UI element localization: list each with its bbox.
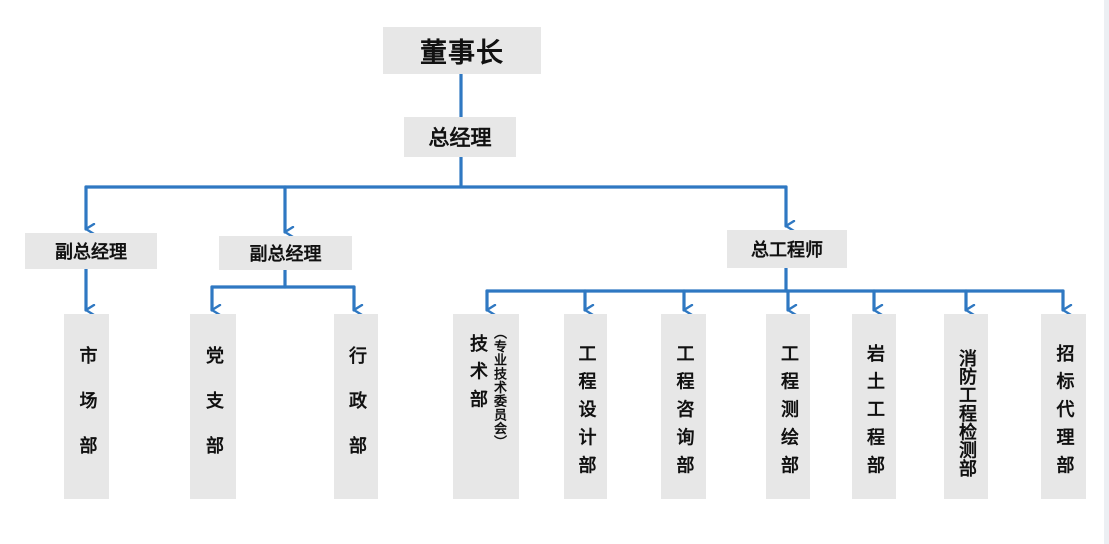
vice-general-manager-box-1: 副总经理 [25, 233, 157, 269]
dept-market: 市场部 [64, 314, 109, 499]
dept-tech-note: （专业技术委员会） [491, 326, 506, 449]
dept-surveying-label: 工程测绘部 [778, 343, 799, 484]
chairman-box: 董事长 [383, 27, 541, 74]
right-edge-strip [1104, 0, 1109, 544]
vice-general-manager-label-2: 副总经理 [249, 244, 322, 265]
dept-geotechnical-label: 岩土工程部 [864, 343, 885, 484]
dept-party-branch: 党支部 [190, 314, 236, 499]
dept-fire-inspection-label: 消防工程检测部 [956, 349, 977, 478]
dept-bidding-agency: 招标代理部 [1041, 314, 1086, 499]
dept-admin-label: 行政部 [346, 346, 367, 481]
vice-general-manager-label-1: 副总经理 [55, 242, 127, 263]
dept-party-branch-label: 党支部 [203, 346, 224, 481]
dept-tech-label: 技术部 [467, 334, 488, 418]
dept-consulting-label: 工程咨询部 [673, 343, 695, 484]
dept-design-label: 工程设计部 [575, 343, 597, 484]
vice-general-manager-box-2: 副总经理 [219, 236, 352, 270]
dept-geotechnical: 岩土工程部 [852, 314, 896, 499]
dept-tech: （专业技术委员会） 技术部 [453, 314, 519, 499]
dept-bidding-agency-label: 招标代理部 [1053, 343, 1075, 484]
chairman-label: 董事长 [420, 38, 504, 69]
dept-consulting: 工程咨询部 [661, 314, 706, 499]
dept-fire-inspection: 消防工程检测部 [944, 314, 988, 499]
chief-engineer-label: 总工程师 [751, 240, 823, 261]
dept-admin: 行政部 [334, 314, 378, 499]
dept-market-label: 市场部 [76, 346, 98, 481]
dept-tech-content: （专业技术委员会） 技术部 [466, 326, 506, 449]
dept-surveying: 工程测绘部 [766, 314, 810, 499]
general-manager-label: 总经理 [428, 126, 492, 150]
chief-engineer-box: 总工程师 [727, 230, 847, 268]
general-manager-box: 总经理 [404, 117, 516, 157]
dept-design: 工程设计部 [564, 314, 607, 499]
